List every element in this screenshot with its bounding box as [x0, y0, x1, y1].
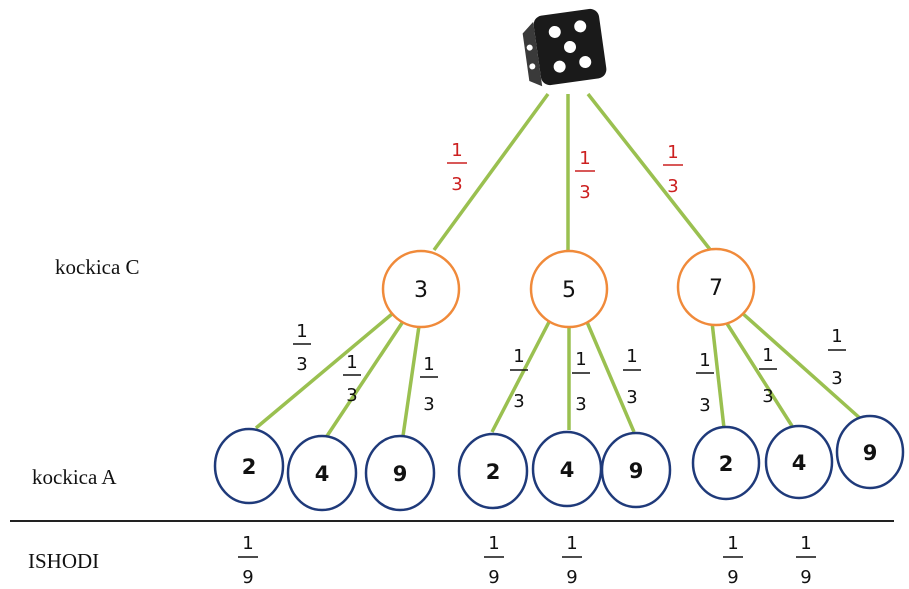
- outcome-5-4-den: 9: [566, 567, 577, 588]
- node-a-5-9-value: 9: [629, 459, 644, 483]
- prob-die-to-7: 1 3: [663, 142, 683, 197]
- node-a-7-9-value: 9: [863, 441, 878, 465]
- prob-die-to-5-num: 1: [579, 148, 590, 169]
- node-a-5-2: 2: [457, 432, 529, 510]
- prob-5-to-2-den: 3: [513, 391, 524, 412]
- prob-7-to-2: 1 3: [696, 350, 714, 416]
- label-die-a: kockica A: [32, 465, 117, 489]
- branch-die-to-7: [586, 92, 714, 254]
- prob-5-to-4-num: 1: [575, 349, 586, 370]
- prob-3-to-4-num: 1: [346, 352, 357, 373]
- outcome-3-2-den: 9: [242, 567, 253, 588]
- prob-7-to-4-den: 3: [762, 386, 773, 407]
- node-a-3-9-value: 9: [393, 462, 408, 486]
- prob-3-to-4: 1 3: [343, 352, 361, 406]
- prob-5-to-9-num: 1: [626, 346, 637, 367]
- label-outcomes: ISHODI: [28, 549, 99, 573]
- prob-7-to-2-den: 3: [699, 395, 710, 416]
- prob-7-to-9-den: 3: [831, 368, 842, 389]
- node-a-3-2-value: 2: [242, 455, 257, 479]
- node-a-5-9: 9: [600, 431, 672, 509]
- node-a-3-2: 2: [213, 427, 285, 505]
- outcome-5-4: 1 9: [562, 533, 582, 588]
- prob-7-to-9-num: 1: [831, 326, 842, 347]
- branch-7-to-2: [710, 321, 726, 429]
- prob-die-to-7-num: 1: [667, 142, 678, 163]
- branch-5-to-9: [585, 321, 636, 433]
- dice-icon: [522, 8, 607, 87]
- outcome-3-2: 1 9: [238, 533, 258, 588]
- outcome-7-2: 1 9: [723, 533, 743, 588]
- label-die-c: kockica C: [55, 255, 140, 279]
- node-a-5-2-value: 2: [486, 460, 501, 484]
- prob-die-to-3-den: 3: [451, 174, 462, 195]
- prob-7-to-4-num: 1: [762, 345, 773, 366]
- node-c-7-value: 7: [709, 276, 723, 301]
- branch-7-to-9: [739, 310, 864, 422]
- prob-die-to-5-den: 3: [579, 182, 590, 203]
- prob-3-to-2: 1 3: [293, 321, 311, 375]
- prob-5-to-9-den: 3: [626, 387, 637, 408]
- outcome-7-2-den: 9: [727, 567, 738, 588]
- prob-5-to-2: 1 3: [510, 346, 528, 412]
- node-a-7-4: 4: [764, 424, 834, 500]
- prob-3-to-9-den: 3: [423, 394, 434, 415]
- node-c-5-value: 5: [562, 278, 576, 303]
- prob-7-to-4: 1 3: [759, 345, 777, 407]
- branch-3-to-2: [254, 312, 394, 430]
- outcome-7-4-num: 1: [800, 533, 811, 554]
- branches-level-1: [432, 92, 714, 254]
- outcome-3-2-num: 1: [242, 533, 253, 554]
- prob-5-to-4-den: 3: [575, 394, 586, 415]
- prob-3-to-9-num: 1: [423, 354, 434, 375]
- prob-7-to-2-num: 1: [699, 350, 710, 371]
- node-a-3-4: 4: [286, 434, 358, 512]
- prob-die-to-7-den: 3: [667, 176, 678, 197]
- outcome-5-2-den: 9: [488, 567, 499, 588]
- branch-3-to-4: [325, 319, 406, 437]
- outcome-5-2: 1 9: [484, 533, 504, 588]
- prob-5-to-2-num: 1: [513, 346, 524, 367]
- node-a-7-2: 2: [691, 425, 761, 501]
- node-a-7-9: 9: [835, 414, 905, 490]
- node-c-5: 5: [529, 249, 609, 329]
- prob-die-to-3-num: 1: [451, 140, 462, 161]
- branches-level-2: [254, 310, 864, 437]
- node-c-7: 7: [676, 247, 756, 327]
- node-a-5-4-value: 4: [560, 458, 575, 482]
- outcome-7-4: 1 9: [796, 533, 816, 588]
- prob-5-to-4: 1 3: [572, 349, 590, 415]
- node-a-3-4-value: 4: [315, 462, 330, 486]
- node-a-3-9: 9: [364, 434, 436, 512]
- prob-5-to-9: 1 3: [623, 346, 641, 408]
- prob-die-to-5: 1 3: [575, 148, 595, 203]
- outcome-5-2-num: 1: [488, 533, 499, 554]
- prob-die-to-3: 1 3: [447, 140, 467, 195]
- node-a-5-4: 4: [531, 430, 603, 508]
- node-a-7-2-value: 2: [719, 452, 734, 476]
- prob-3-to-2-num: 1: [296, 321, 307, 342]
- prob-3-to-2-den: 3: [296, 354, 307, 375]
- node-c-3-value: 3: [414, 278, 428, 303]
- outcome-7-4-den: 9: [800, 567, 811, 588]
- prob-3-to-9: 1 3: [420, 354, 438, 415]
- branch-3-to-9: [401, 325, 421, 437]
- prob-3-to-4-den: 3: [346, 385, 357, 406]
- branch-7-to-4: [724, 321, 794, 427]
- node-c-3: 3: [381, 249, 461, 329]
- node-a-7-4-value: 4: [792, 451, 807, 475]
- outcome-5-4-num: 1: [566, 533, 577, 554]
- outcome-7-2-num: 1: [727, 533, 738, 554]
- prob-7-to-9: 1 3: [828, 326, 846, 389]
- branch-die-to-3: [432, 92, 550, 252]
- branch-5-to-2: [490, 321, 551, 433]
